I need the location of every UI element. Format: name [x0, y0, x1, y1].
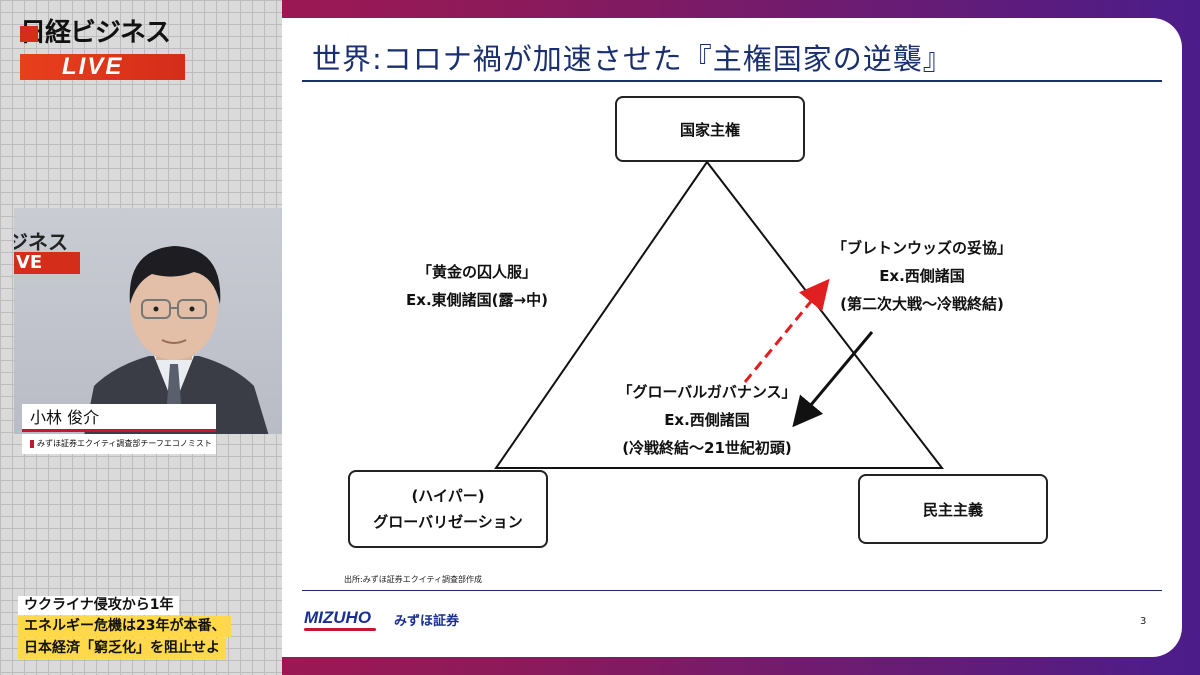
red-dashed-arrow	[743, 278, 830, 383]
label-global-governance: 「グローバルガバナンス」 Ex.西側諸国 (冷戦終結〜21世紀初頭)	[582, 378, 832, 462]
node-democracy: 民主主義	[858, 474, 1048, 544]
ticker-headline-1: ウクライナ侵攻から1年	[18, 596, 180, 615]
footer-divider	[302, 590, 1162, 591]
node-bottom-right-label: 民主主義	[922, 500, 983, 519]
logo-live-badge: LIVE	[20, 54, 185, 80]
title-accent-dash	[30, 439, 34, 448]
logo-accent-bar	[20, 26, 38, 42]
right-label-line2: Ex.西側諸国	[879, 267, 965, 285]
right-label-line1: 「ブレトンウッズの妥協」	[831, 239, 1012, 257]
video-background-live: VE	[14, 252, 80, 274]
speaker-figure	[84, 246, 269, 434]
source-note: 出所:みずほ証券エクイティ調査部作成	[344, 575, 483, 584]
mizuho-logo: MIZUHO	[304, 608, 372, 627]
center-label-line3: (冷戦終結〜21世紀初頭)	[622, 439, 792, 457]
triangle-shape	[494, 160, 945, 469]
center-label-line1: 「グローバルガバナンス」	[617, 383, 797, 401]
logo-text: 日経ビジネス	[20, 18, 171, 48]
page-number: 3	[1140, 616, 1147, 627]
label-golden-straitjacket: 「黄金の囚人服」 Ex.東側諸国(露→中)	[382, 258, 572, 314]
presentation-slide: 世界:コロナ禍が加速させた『主権国家の逆襲』 国家主権 (ハイパー) グローバリ…	[282, 18, 1182, 657]
nikkei-business-live-logo: 日経ビジネス LIVE	[20, 18, 185, 80]
node-top-label: 国家主権	[679, 120, 740, 139]
black-arrow	[792, 331, 874, 428]
center-label-line2: Ex.西側諸国	[664, 411, 750, 429]
speaker-video: ジネス VE	[14, 208, 282, 434]
node-bottom-left-line2: グローバリゼーション	[373, 513, 523, 531]
triangle-diagram	[494, 160, 945, 469]
speaker-title-plate: みずほ証券エクイティ調査部チーフエコノミスト	[22, 434, 216, 454]
title-divider	[302, 80, 1162, 82]
ticker-headline-2: エネルギー危機は23年が本番、	[18, 616, 232, 637]
node-bottom-left-line1: (ハイパー)	[411, 487, 485, 505]
label-bretton-woods: 「ブレトンウッズの妥協」 Ex.西側諸国 (第二次大戦〜冷戦終結)	[812, 234, 1032, 318]
mizuho-logo-swoosh	[304, 628, 376, 631]
company-name: みずほ証券	[394, 614, 460, 629]
speaker-name-plate: 小林 俊介	[22, 404, 216, 432]
slide-title: 世界:コロナ禍が加速させた『主権国家の逆襲』	[312, 42, 953, 76]
left-label-line1: 「黄金の囚人服」	[416, 263, 537, 281]
ticker-headline-3: 日本経済「窮乏化」を阻止せよ	[18, 638, 226, 659]
speaker-title: みずほ証券エクイティ調査部チーフエコノミスト	[37, 439, 212, 448]
video-background-logo: ジネス	[14, 230, 68, 254]
node-globalization: (ハイパー) グローバリゼーション	[348, 470, 548, 548]
node-national-sovereignty: 国家主権	[615, 96, 805, 162]
right-label-line3: (第二次大戦〜冷戦終結)	[840, 295, 1004, 313]
left-label-line2: Ex.東側諸国(露→中)	[406, 291, 548, 309]
